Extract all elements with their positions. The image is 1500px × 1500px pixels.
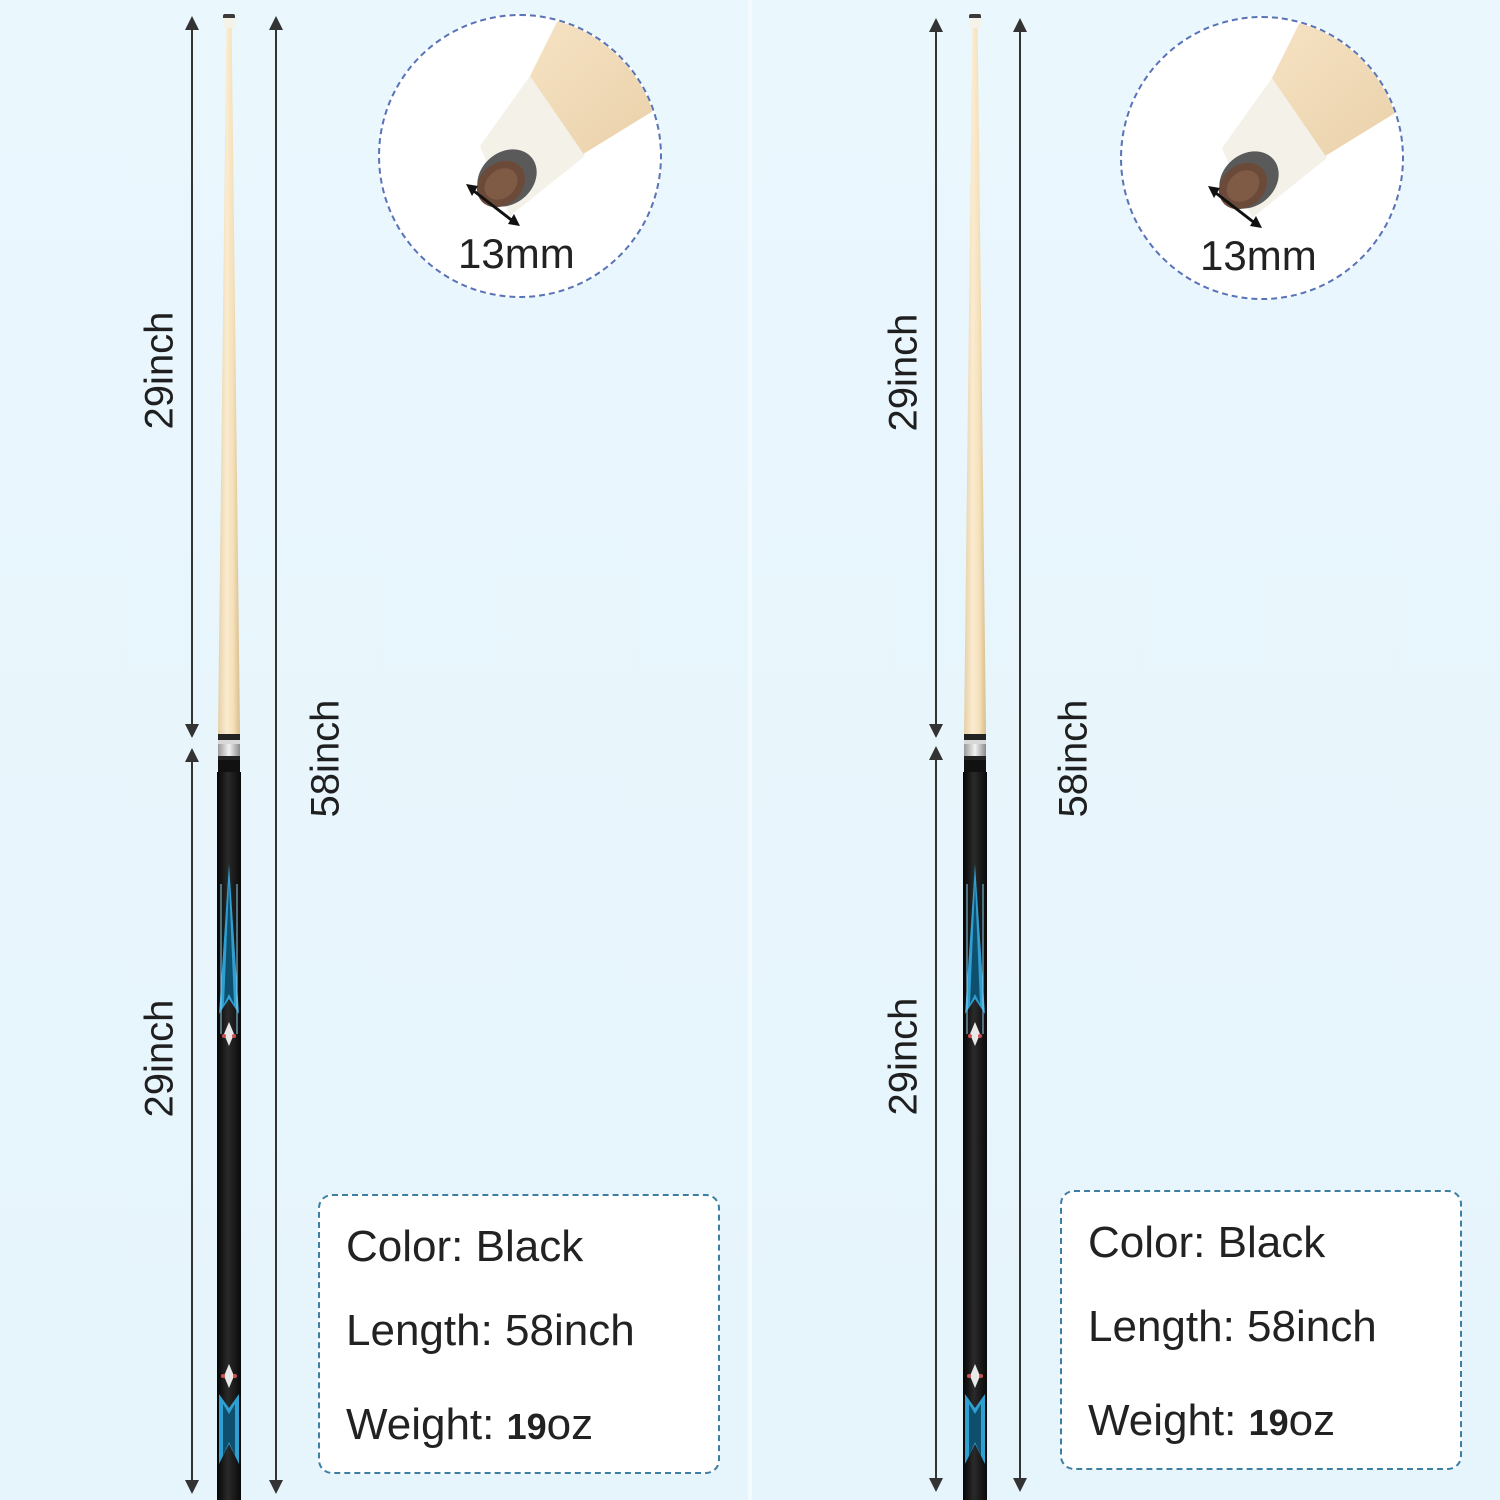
- total-length-label: 58inch: [303, 699, 348, 818]
- tip-detail-inset: 13mm: [378, 14, 662, 298]
- color-row: Color: Black: [346, 1222, 583, 1272]
- cue-tip-icon: [466, 16, 660, 226]
- cue-tip-icon: [969, 14, 981, 18]
- color-label: Color:: [1088, 1218, 1206, 1267]
- spec-box: Color: Black Length: 58inch Weight: 19oz: [1060, 1190, 1462, 1470]
- color-value: Black: [475, 1222, 584, 1271]
- cue-inlay-icon: [217, 1364, 241, 1474]
- shaft-length-label: 29inch: [137, 311, 182, 430]
- cue-shaft: [218, 28, 240, 734]
- cue-stick: [958, 14, 992, 1500]
- weight-unit: oz: [1288, 1396, 1336, 1445]
- cue-tip-icon: [1208, 18, 1402, 228]
- length-label: Length:: [346, 1306, 493, 1355]
- length-row: Length: 58inch: [346, 1306, 635, 1356]
- weight-label: Weight:: [1088, 1396, 1237, 1445]
- length-value: 58inch: [1247, 1302, 1377, 1351]
- total-dimension-arrow-icon: [268, 16, 284, 1494]
- cue-inlay-icon: [963, 1364, 987, 1474]
- shaft-dimension-arrow-icon: [184, 16, 200, 738]
- butt-dimension-arrow-icon: [184, 748, 200, 1494]
- tip-size-label: 13mm: [1200, 232, 1317, 279]
- tip-detail-inset: 13mm: [1120, 16, 1404, 300]
- length-value: 58inch: [505, 1306, 635, 1355]
- cue-stick: [212, 14, 246, 1500]
- weight-number: 19: [1248, 1402, 1289, 1443]
- shaft-length-label: 29inch: [881, 313, 926, 432]
- cue-inlay-icon: [217, 864, 241, 1064]
- cue-shaft: [964, 28, 986, 734]
- length-row: Length: 58inch: [1088, 1302, 1377, 1352]
- total-length-label: 58inch: [1051, 699, 1096, 818]
- weight-row: Weight: 19oz: [1088, 1396, 1335, 1446]
- color-value: Black: [1217, 1218, 1326, 1267]
- cue-tip-icon: [223, 14, 235, 18]
- shaft-dimension-arrow-icon: [928, 18, 944, 738]
- color-row: Color: Black: [1088, 1218, 1325, 1268]
- butt-dimension-arrow-icon: [928, 746, 944, 1492]
- butt-length-label: 29inch: [137, 999, 182, 1118]
- tip-size-label: 13mm: [458, 230, 575, 277]
- product-panel-right: 29inch 29inch 58inch: [752, 0, 1500, 1500]
- butt-length-label: 29inch: [881, 997, 926, 1116]
- weight-number: 19: [506, 1406, 547, 1447]
- cue-joint: [964, 734, 986, 772]
- length-label: Length:: [1088, 1302, 1235, 1351]
- panel-divider: [748, 0, 752, 1500]
- weight-row: Weight: 19oz: [346, 1400, 593, 1450]
- weight-unit: oz: [546, 1400, 594, 1449]
- product-panel-left: 29inch 29inch 58inch: [0, 0, 748, 1500]
- spec-box: Color: Black Length: 58inch Weight: 19oz: [318, 1194, 720, 1474]
- cue-joint: [218, 734, 240, 772]
- color-label: Color:: [346, 1222, 464, 1271]
- total-dimension-arrow-icon: [1012, 18, 1028, 1492]
- cue-inlay-icon: [963, 864, 987, 1064]
- weight-label: Weight:: [346, 1400, 495, 1449]
